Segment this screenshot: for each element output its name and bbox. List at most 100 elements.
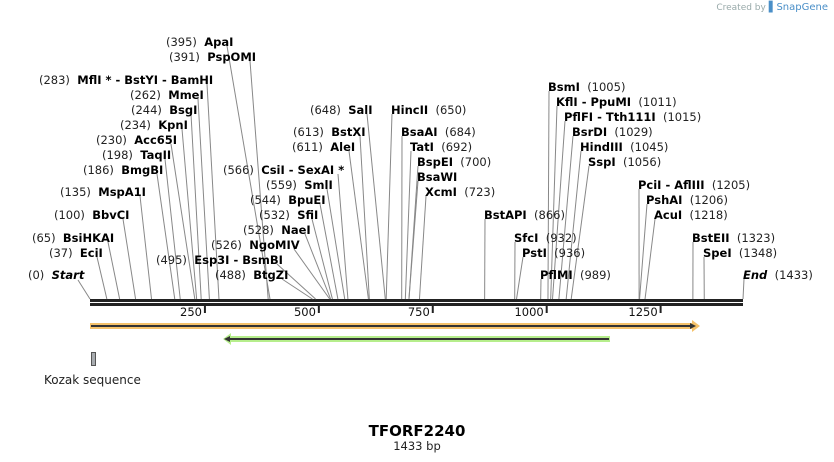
site-position: (135) — [60, 185, 91, 199]
restriction-site-label[interactable]: TatI (692) — [410, 140, 472, 154]
scale-ticks — [203, 306, 662, 313]
site-name: SalI — [348, 103, 373, 117]
restriction-site-label[interactable]: PstI (936) — [522, 246, 585, 260]
scale-tick-label: 500 — [293, 305, 316, 319]
backbone-top-strand — [90, 299, 743, 302]
restriction-site-label[interactable]: (65) BsiHKAI — [32, 231, 114, 245]
site-position: (395) — [166, 35, 197, 49]
site-position: (495) — [156, 253, 187, 267]
plasmid-name: TFORF2240 — [368, 422, 466, 440]
restriction-site-label[interactable]: (391) PspOMI — [169, 50, 256, 64]
restriction-site-label[interactable]: BsaAI (684) — [401, 125, 476, 139]
restriction-site-label[interactable]: (244) BsgI — [131, 103, 197, 117]
site-name: PshAI — [646, 193, 683, 207]
site-name: SmlI — [304, 178, 333, 192]
site-name: SfiI — [297, 208, 319, 222]
restriction-site-label[interactable]: AcuI (1218) — [654, 208, 728, 222]
site-position: (1005) — [587, 80, 626, 94]
site-name: MmeI — [168, 88, 204, 102]
site-position: (692) — [441, 140, 473, 154]
restriction-site-label[interactable]: (495) Esp3I - BsmBI — [156, 253, 283, 267]
backbone-bottom-strand — [90, 303, 743, 306]
site-position: (526) — [211, 238, 242, 252]
restriction-site-label[interactable]: (198) TaqII — [102, 148, 171, 162]
restriction-site-label[interactable]: BsrDI (1029) — [572, 125, 653, 139]
scale-tick-label: 750 — [407, 305, 430, 319]
site-name: BsmI — [548, 80, 580, 94]
orf-feature-green[interactable] — [223, 333, 610, 345]
site-position: (700) — [460, 155, 492, 169]
restriction-site-label[interactable]: PshAI (1206) — [646, 193, 728, 207]
restriction-site-label[interactable]: (37) EciI — [49, 246, 103, 260]
restriction-site-label[interactable]: (532) SfiI — [259, 208, 318, 222]
site-name: BtgZI — [253, 268, 289, 282]
site-name: BspEI — [417, 155, 453, 169]
restriction-site-label[interactable]: SfcI (932) — [514, 231, 577, 245]
site-position: (0) — [28, 268, 45, 282]
restriction-site-label[interactable]: (234) KpnI — [120, 118, 188, 132]
restriction-site-label[interactable]: (283) MflI * - BstYI - BamHI — [39, 73, 213, 87]
restriction-site-label[interactable]: HincII (650) — [391, 103, 466, 117]
restriction-site-label[interactable]: (0) Start — [28, 268, 84, 282]
kozak-sequence-feature[interactable] — [91, 352, 96, 366]
restriction-site-label[interactable]: End (1433) — [743, 268, 813, 282]
site-position: (650) — [435, 103, 467, 117]
restriction-site-label[interactable]: (186) BmgBI — [83, 163, 163, 177]
restriction-site-label[interactable]: PflFI - Tth111I (1015) — [564, 110, 701, 124]
site-name: SpeI — [703, 246, 732, 260]
site-name: CsiI - SexAI * — [261, 163, 345, 177]
site-position: (566) — [223, 163, 254, 177]
restriction-site-label[interactable]: (611) AleI — [292, 140, 355, 154]
restriction-site-label[interactable]: (528) NaeI — [243, 223, 311, 237]
site-name: KpnI — [158, 118, 188, 132]
restriction-site-label[interactable]: (648) SalI — [310, 103, 373, 117]
restriction-site-label[interactable]: PflMI (989) — [540, 268, 611, 282]
site-position: (611) — [292, 140, 323, 154]
site-position: (198) — [102, 148, 133, 162]
restriction-site-label[interactable]: (613) BstXI — [293, 125, 366, 139]
site-position: (230) — [96, 133, 127, 147]
site-name: BsaWI — [417, 170, 458, 184]
site-name: BsaAI — [401, 125, 438, 139]
site-name: Start — [51, 268, 85, 282]
site-name: BpuEI — [288, 193, 326, 207]
restriction-site-label[interactable]: (559) SmlI — [266, 178, 333, 192]
site-position: (186) — [83, 163, 114, 177]
restriction-site-label[interactable]: PciI - AflIII (1205) — [638, 178, 750, 192]
restriction-site-label[interactable]: SspI (1056) — [588, 155, 661, 169]
restriction-site-label[interactable]: (395) ApaI — [166, 35, 233, 49]
restriction-site-label[interactable]: BsaWI — [417, 170, 465, 184]
restriction-site-label[interactable]: KflI - PpuMI (1011) — [556, 95, 677, 109]
site-name: KflI - PpuMI — [556, 95, 632, 109]
orf-feature-orange[interactable] — [90, 320, 700, 332]
site-name: PciI - AflIII — [638, 178, 705, 192]
site-position: (1015) — [663, 110, 702, 124]
site-position: (283) — [39, 73, 70, 87]
site-position: (989) — [580, 268, 611, 282]
site-position: (1323) — [736, 231, 776, 245]
site-name: TatI — [410, 140, 434, 154]
site-position: (65) — [32, 231, 56, 245]
restriction-site-label[interactable]: BstAPI (866) — [484, 208, 565, 222]
restriction-site-label[interactable]: SpeI (1348) — [703, 246, 777, 260]
restriction-site-label[interactable]: (135) MspA1I — [60, 185, 146, 199]
restriction-site-label[interactable]: (262) MmeI — [130, 88, 204, 102]
restriction-site-label[interactable]: (100) BbvCI — [54, 208, 129, 222]
restriction-site-label[interactable]: HindIII (1045) — [580, 140, 668, 154]
restriction-site-label[interactable]: (488) BtgZI — [215, 268, 288, 282]
restriction-site-label[interactable]: XcmI (723) — [425, 185, 495, 199]
site-position: (1433) — [774, 268, 813, 282]
site-position: (684) — [444, 125, 476, 139]
restriction-site-label[interactable]: BsmI (1005) — [548, 80, 625, 94]
site-position: (1011) — [638, 95, 677, 109]
site-position: (391) — [169, 50, 200, 64]
site-position: (613) — [293, 125, 324, 139]
restriction-site-label[interactable]: BspEI (700) — [417, 155, 491, 169]
restriction-site-label[interactable]: (230) Acc65I — [96, 133, 177, 147]
site-position: (1029) — [614, 125, 653, 139]
restriction-site-label[interactable]: (566) CsiI - SexAI * — [223, 163, 344, 177]
restriction-site-label[interactable]: (544) BpuEI — [250, 193, 326, 207]
restriction-site-label[interactable]: BstEII (1323) — [692, 231, 775, 245]
restriction-site-label[interactable]: (526) NgoMIV — [211, 238, 300, 252]
site-name: NgoMIV — [249, 238, 300, 252]
